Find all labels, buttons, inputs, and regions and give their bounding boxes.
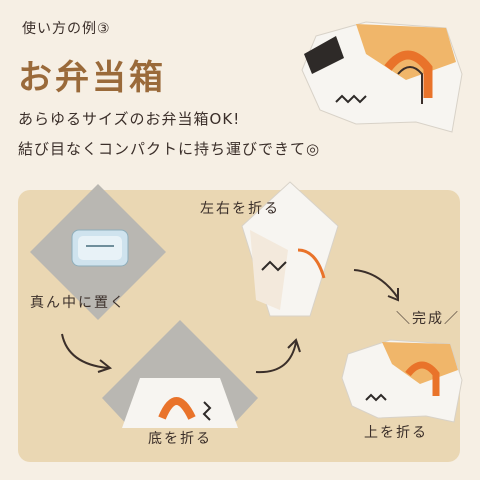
- arrow-3-icon: [353, 269, 399, 302]
- finished-bento-wrap-image: [301, 21, 463, 133]
- description-line-1: あらゆるサイズのお弁当箱OK!: [18, 110, 241, 128]
- arrow-2-icon: [255, 338, 301, 374]
- page-title: お弁当箱: [18, 58, 166, 98]
- step-label-fold-top: 上を折る: [364, 425, 428, 441]
- step-label-complete: ＼完成／: [396, 311, 460, 327]
- step3-image: [241, 181, 339, 317]
- step-label-fold-bottom: 底を折る: [148, 431, 212, 447]
- step-label-place-center: 真ん中に置く: [30, 295, 126, 311]
- step1-image: [30, 184, 166, 320]
- arrow-1-icon: [61, 333, 113, 373]
- step2-image: [102, 320, 258, 428]
- step-label-fold-sides: 左右を折る: [200, 201, 280, 217]
- description-line-2: 結び目なくコンパクトに持ち運びできて◎: [18, 140, 321, 158]
- example-label: 使い方の例③: [22, 21, 111, 37]
- step4-image: [341, 339, 463, 423]
